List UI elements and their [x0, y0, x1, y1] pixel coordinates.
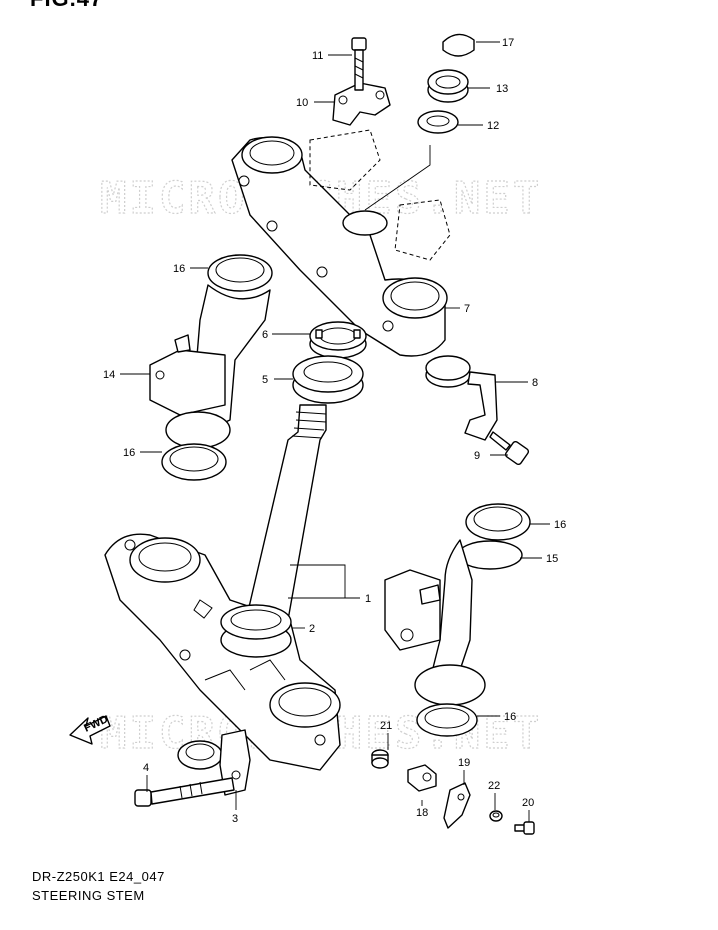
callout-4: 4 [143, 762, 149, 774]
callout-11: 11 [312, 50, 323, 62]
callout-17: 17 [502, 37, 514, 49]
left-cable-guide [149, 254, 273, 481]
callout-19: 19 [458, 757, 470, 769]
callout-14: 14 [103, 369, 115, 381]
small-collar [371, 749, 389, 769]
callout-16-c: 16 [554, 519, 566, 531]
callout-10: 10 [296, 97, 308, 109]
callout-21: 21 [380, 720, 392, 732]
callout-18: 18 [416, 807, 428, 819]
callout-12: 12 [487, 120, 499, 132]
figure-title: STEERING STEM [32, 888, 145, 903]
top-bridge-assembly [231, 129, 451, 357]
stem-lock-nut [309, 321, 367, 359]
stem-cap [442, 33, 475, 57]
upper-bearing [292, 355, 364, 404]
clamp-bolt [134, 777, 235, 807]
callout-2: 2 [309, 623, 315, 635]
stem-washer [417, 110, 459, 134]
callout-20: 20 [522, 797, 534, 809]
handlebar-holder [332, 82, 391, 126]
callout-15: 15 [546, 553, 558, 565]
callout-16-a: 16 [173, 263, 185, 275]
lower-bearing [220, 604, 292, 658]
callout-9: 9 [474, 450, 480, 462]
small-plate [443, 782, 471, 829]
callout-16-b: 16 [123, 447, 135, 459]
callout-1: 1 [365, 593, 371, 605]
stem-nut [427, 69, 469, 103]
callout-7: 7 [464, 303, 470, 315]
guide-bolt [489, 431, 530, 466]
callout-22: 22 [488, 780, 500, 792]
right-lower-guide [384, 503, 531, 737]
holder-bolt [351, 37, 367, 91]
figure-number: FIG.47 [30, 0, 103, 12]
small-screw [514, 821, 535, 835]
callout-8: 8 [532, 377, 538, 389]
callout-13: 13 [496, 83, 508, 95]
leader-lines [120, 41, 550, 822]
callout-3: 3 [232, 813, 238, 825]
small-nut [489, 810, 503, 822]
callout-6: 6 [262, 329, 268, 341]
callouts: 11 10 17 13 12 7 8 9 6 5 16 14 16 1 2 16… [103, 37, 566, 825]
figure-code: DR-Z250K1 E24_047 [32, 869, 165, 884]
callout-5: 5 [262, 374, 268, 386]
callout-16-d: 16 [504, 711, 516, 723]
right-cable-guide [425, 355, 498, 441]
lower-bracket [104, 533, 341, 771]
steering-stem [245, 404, 327, 621]
spacer-block [407, 764, 437, 792]
